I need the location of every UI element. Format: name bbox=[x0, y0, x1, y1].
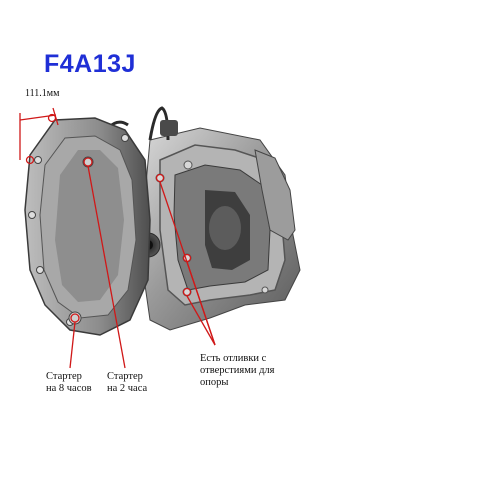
dimension-point-right bbox=[47, 113, 57, 123]
annotation-markers bbox=[19, 107, 216, 369]
starter-2-leader bbox=[87, 165, 126, 369]
starter-8-annotation: Стартер на 8 часов bbox=[46, 371, 92, 394]
castings-annotation: Есть отливки с отверстиями для опоры bbox=[200, 353, 275, 388]
model-title: F4A13J bbox=[44, 50, 136, 78]
dimension-line bbox=[19, 114, 57, 121]
dimension-point-left bbox=[25, 155, 35, 165]
casting-leader-2 bbox=[186, 261, 216, 346]
casting-marker-3 bbox=[182, 287, 192, 297]
dimension-label: 111.1мм bbox=[25, 88, 60, 99]
gearbox-housing bbox=[106, 106, 301, 331]
bell-housing bbox=[24, 117, 151, 336]
casting-leader-3 bbox=[186, 295, 216, 346]
starter-8-leader bbox=[69, 321, 76, 369]
starter-2-annotation: Стартер на 2 часа bbox=[107, 371, 148, 394]
casting-marker-1 bbox=[155, 173, 165, 183]
